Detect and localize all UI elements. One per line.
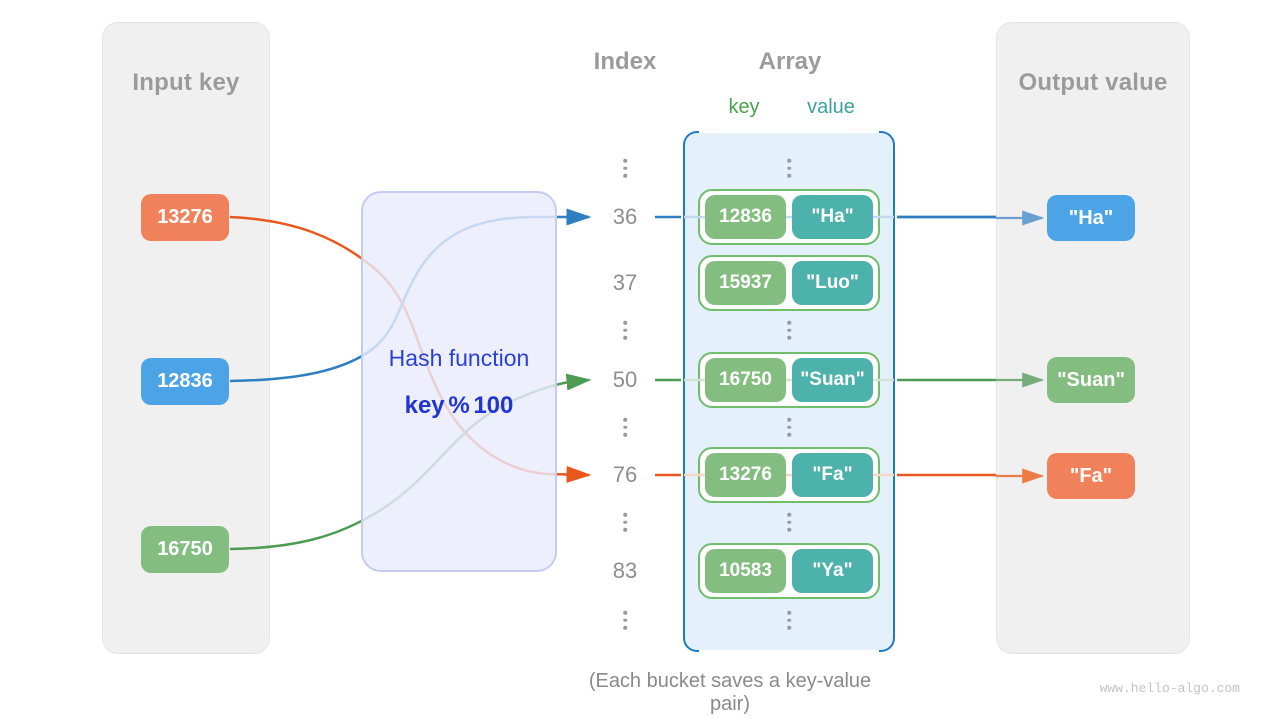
pair-value: "Ha" [792,195,873,239]
bucket-row: 12836 "Ha" [698,189,880,245]
pair-key: 16750 [705,358,786,402]
index-37: 37 [612,270,638,295]
output-value-panel: Output value [996,22,1190,654]
vertical-ellipsis [787,320,791,340]
input-key-title: Input key [132,69,240,96]
vertical-ellipsis [623,417,627,437]
pair-value: "Luo" [792,261,873,305]
index-50: 50 [612,367,638,392]
array-bracket-right [879,131,895,652]
vertical-ellipsis [623,158,627,178]
vertical-ellipsis [787,610,791,630]
pair-key: 13276 [705,453,786,497]
index-76: 76 [612,462,638,487]
hash-function-box: Hash function key % 100 [361,191,557,572]
site-watermark: www.hello-algo.com [1099,681,1240,696]
vertical-ellipsis [623,512,627,532]
bucket-row: 16750 "Suan" [698,352,880,408]
input-key-12836: 12836 [141,358,229,405]
pair-value: "Ya" [792,549,873,593]
bucket-row: 15937 "Luo" [698,255,880,311]
bucket-row: 13276 "Fa" [698,447,880,503]
output-value-fa: "Fa" [1047,453,1135,499]
vertical-ellipsis [787,512,791,532]
array-bracket-left [683,131,699,652]
pair-key: 15937 [705,261,786,305]
vertical-ellipsis [787,417,791,437]
index-36: 36 [612,204,638,229]
output-value-suan: "Suan" [1047,357,1135,403]
pair-key: 10583 [705,549,786,593]
input-key-13276: 13276 [141,194,229,241]
pair-key: 12836 [705,195,786,239]
vertical-ellipsis [623,320,627,340]
key-column-label: key [728,96,760,118]
input-key-16750: 16750 [141,526,229,573]
array-header: Array [758,48,822,75]
output-value-ha: "Ha" [1047,195,1135,241]
output-value-title: Output value [1018,69,1168,96]
vertical-ellipsis [623,610,627,630]
pair-value: "Fa" [792,453,873,497]
hash-function-title: Hash function [388,345,530,371]
diagram-caption: (Each bucket saves a key-value pair) [588,670,872,715]
hash-function-formula: key % 100 [404,392,514,419]
pair-value: "Suan" [792,358,873,402]
value-column-label: value [807,96,855,118]
vertical-ellipsis [787,158,791,178]
index-header: Index [593,48,657,75]
index-83: 83 [612,558,638,583]
bucket-row: 10583 "Ya" [698,543,880,599]
